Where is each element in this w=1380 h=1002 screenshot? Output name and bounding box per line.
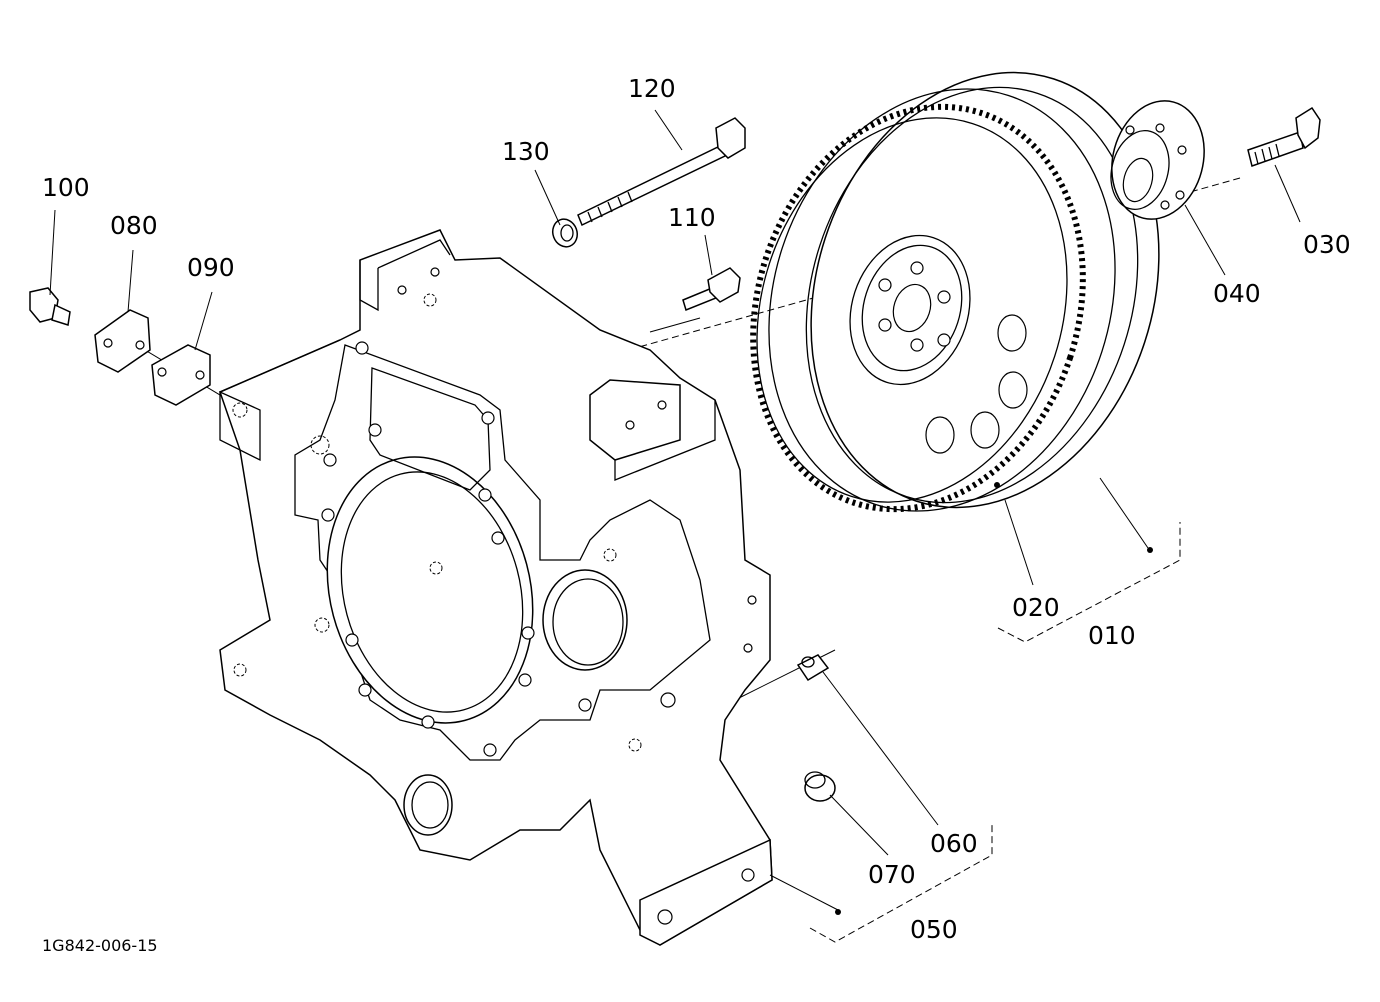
long-bolt (577, 117, 746, 227)
label-010: 010 (1088, 621, 1136, 650)
label-040: 040 (1213, 279, 1261, 308)
lock-washer (551, 218, 579, 248)
label-050: 050 (910, 915, 958, 944)
label-060: 060 (930, 829, 978, 858)
label-100: 100 (42, 173, 90, 202)
flywheel-housing (219, 229, 773, 946)
stud-bolt (682, 267, 741, 312)
label-020: 020 (1012, 593, 1060, 622)
flange-bolt (1247, 106, 1321, 167)
gasket-090 (151, 344, 211, 406)
dowel-pin (796, 654, 830, 682)
housing-bolt-holes (232, 267, 757, 925)
label-030: 030 (1303, 230, 1351, 259)
drawing-code: 1G842-006-15 (42, 936, 158, 955)
label-120: 120 (628, 74, 676, 103)
label-130: 130 (502, 137, 550, 166)
cover-plate-080 (94, 309, 151, 373)
label-070: 070 (868, 860, 916, 889)
label-090: 090 (187, 253, 235, 282)
leader-lines (49, 109, 1301, 943)
label-110: 110 (668, 203, 716, 232)
part-number-labels: 120 130 110 100 080 090 030 040 020 010 … (42, 74, 1351, 944)
plug-070 (804, 771, 836, 802)
flywheel-flange (1110, 100, 1205, 220)
flywheel (750, 71, 1160, 513)
label-080: 080 (110, 211, 158, 240)
bolt-100 (29, 287, 71, 326)
